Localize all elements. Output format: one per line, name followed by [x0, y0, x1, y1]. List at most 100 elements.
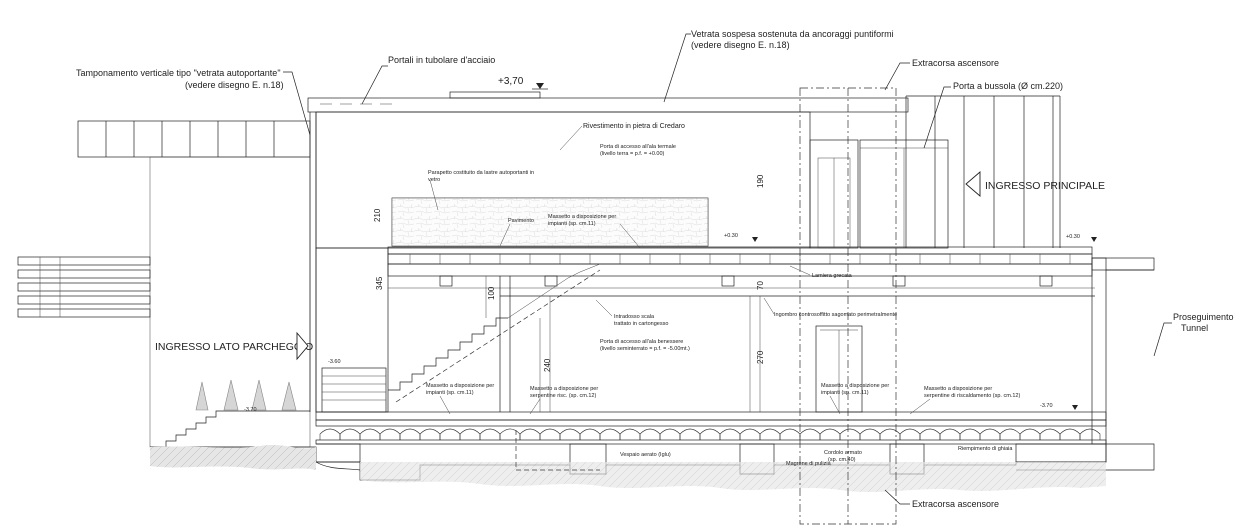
shrubs — [195, 379, 297, 411]
canopy-panel — [77, 120, 311, 158]
igloo-vault — [1019, 428, 1041, 440]
label-proseguimento-2: Tunnel — [1181, 323, 1208, 333]
label-magrone: Magrone di pulizia — [786, 461, 832, 467]
igloo-vault — [999, 428, 1021, 440]
igloo-vault — [499, 428, 521, 440]
label-intradosso-2: trattato in cartongesso — [614, 321, 668, 327]
label-mass-c-2: impianti (sp. cm.11) — [821, 390, 869, 396]
dim-190: 190 — [756, 174, 765, 188]
igloo-vault — [859, 428, 881, 440]
igloo-vault — [979, 428, 1001, 440]
igloo-vault — [479, 428, 501, 440]
label-pavimento: Pavimento — [508, 218, 534, 224]
left-stone-pillar — [315, 247, 389, 413]
igloo-vault — [659, 428, 681, 440]
igloo-vault — [399, 428, 421, 440]
level-upper-right: +0.30 — [1066, 234, 1080, 240]
dim-100: 100 — [487, 286, 496, 300]
igloo-vault — [419, 428, 441, 440]
label-rivestimento: Rivestimento in pietra di Credaro — [583, 123, 685, 130]
label-mass-a-2: impianti (sp. cm.11) — [426, 390, 474, 396]
igloo-vault — [539, 428, 561, 440]
dimension-marks: +3,70 +0.30 +0.30 -3.70 -3.60 100 345 21… — [328, 76, 1097, 412]
level-lower-left: -3.70 — [244, 407, 257, 413]
dim-240: 240 — [543, 358, 552, 372]
label-vetrata-2: (vedere disegno E. n.18) — [691, 40, 790, 50]
label-tamponamento-2: (vedere disegno E. n.18) — [185, 80, 284, 90]
label-intradosso-1: Intradosso scala — [614, 314, 655, 320]
igloo-vault — [839, 428, 861, 440]
label-mass-d-2: serpentine di riscaldamento (sp. cm.12) — [924, 393, 1020, 399]
igloo-vault — [559, 428, 581, 440]
igloo-vault — [759, 428, 781, 440]
igloo-vault — [579, 428, 601, 440]
label-vespaio: Vespaio aerato (Iglu) — [620, 452, 671, 458]
igloo-vault — [799, 428, 821, 440]
level-lower-right: -3.70 — [1040, 403, 1053, 409]
label-mass-a-1: Massetto a disposizione per — [426, 383, 494, 389]
igloo-vault — [819, 428, 841, 440]
label-ingombro: Ingombro controsoffitto sagomato perimet… — [774, 312, 897, 318]
staircase — [388, 263, 601, 412]
igloo-vault — [1039, 428, 1061, 440]
igloo-vault — [1079, 428, 1101, 440]
label-mass-d-1: Massetto a disposizione per — [924, 386, 992, 392]
igloo-vault — [1059, 428, 1081, 440]
label-parapetto-2: vetro — [428, 177, 440, 183]
igloo-vault — [519, 428, 541, 440]
dim-70: 70 — [756, 281, 765, 290]
igloo-vault — [879, 428, 901, 440]
level-upper: +0.30 — [724, 233, 738, 239]
dim-345: 345 — [375, 276, 384, 290]
level-top: +3,70 — [498, 76, 524, 87]
level-lower-mid: -3.60 — [328, 359, 341, 365]
dim-270: 270 — [756, 350, 765, 364]
ingresso-principale-label: INGRESSO PRINCIPALE — [985, 180, 1105, 192]
igloo-vault — [459, 428, 481, 440]
igloo-vault — [899, 428, 921, 440]
igloo-vault — [619, 428, 641, 440]
label-portali: Portali in tubolare d'acciaio — [388, 55, 495, 65]
label-mass-c-1: Massetto a disposizione per — [821, 383, 889, 389]
right-glazing — [905, 95, 1061, 248]
label-extracorsa-top: Extracorsa ascensore — [912, 58, 999, 68]
igloo-vault — [439, 428, 461, 440]
main-building: INGRESSO PRINCIPALE — [150, 87, 1155, 525]
label-cordolo-2: (sp. cm.40) — [828, 457, 856, 463]
entry-arrow-left-icon — [296, 331, 309, 361]
label-mass-b-2: serpentine risc. (sp. cm.12) — [530, 393, 596, 399]
igloo-vault — [379, 428, 401, 440]
igloo-vault — [959, 428, 981, 440]
label-lamiera: Lamiera grecata — [812, 273, 853, 279]
label-extracorsa-bottom: Extracorsa ascensore — [912, 499, 999, 509]
igloo-vault — [699, 428, 721, 440]
label-mass-b-1: Massetto a disposizione per — [530, 386, 598, 392]
igloo-vault — [319, 428, 341, 440]
igloo-vault — [359, 428, 381, 440]
igloo-vault — [339, 428, 361, 440]
igloo-vault — [779, 428, 801, 440]
parking-side-block: -3.70 INGRESSO LATO PARCHEGGIO — [17, 120, 313, 448]
label-proseguimento-1: Proseguimento — [1173, 312, 1234, 322]
dim-210: 210 — [373, 208, 382, 222]
label-porta-benessere-2: (livello seminterrato = p.f. = -5.00mt.) — [600, 346, 690, 352]
lower-floor-slab — [315, 411, 1107, 421]
label-tamponamento-1: Tamponamento verticale tipo "vetrata aut… — [76, 68, 281, 78]
annotations: Tamponamento verticale tipo "vetrata aut… — [76, 29, 1234, 509]
entry-arrow-right-icon — [965, 171, 981, 197]
label-porta-accesso-top-2: (livello terra = p.f. = +0.00) — [600, 151, 665, 157]
igloo-vault — [919, 428, 941, 440]
label-porta-benessere-1: Porta di accesso all'ala benessere — [600, 339, 683, 345]
label-massetto-upper-2: impianti (sp. cm.11) — [548, 221, 596, 227]
igloo-vault — [639, 428, 661, 440]
vespaio-igloo-row — [319, 428, 1101, 440]
label-cordolo-1: Cordolo armato — [824, 450, 862, 456]
label-vetrata-1: Vetrata sospesa sostenuta da ancoraggi p… — [691, 29, 894, 39]
parking-ramp-stripes — [17, 256, 151, 318]
label-porta-bussola: Porta a bussola (Ø cm.220) — [953, 81, 1063, 91]
igloo-vault — [939, 428, 961, 440]
tunnel-wall — [1091, 257, 1107, 445]
igloo-vault — [719, 428, 741, 440]
label-porta-accesso-top-1: Porta di accesso all'ala termale — [600, 144, 676, 150]
